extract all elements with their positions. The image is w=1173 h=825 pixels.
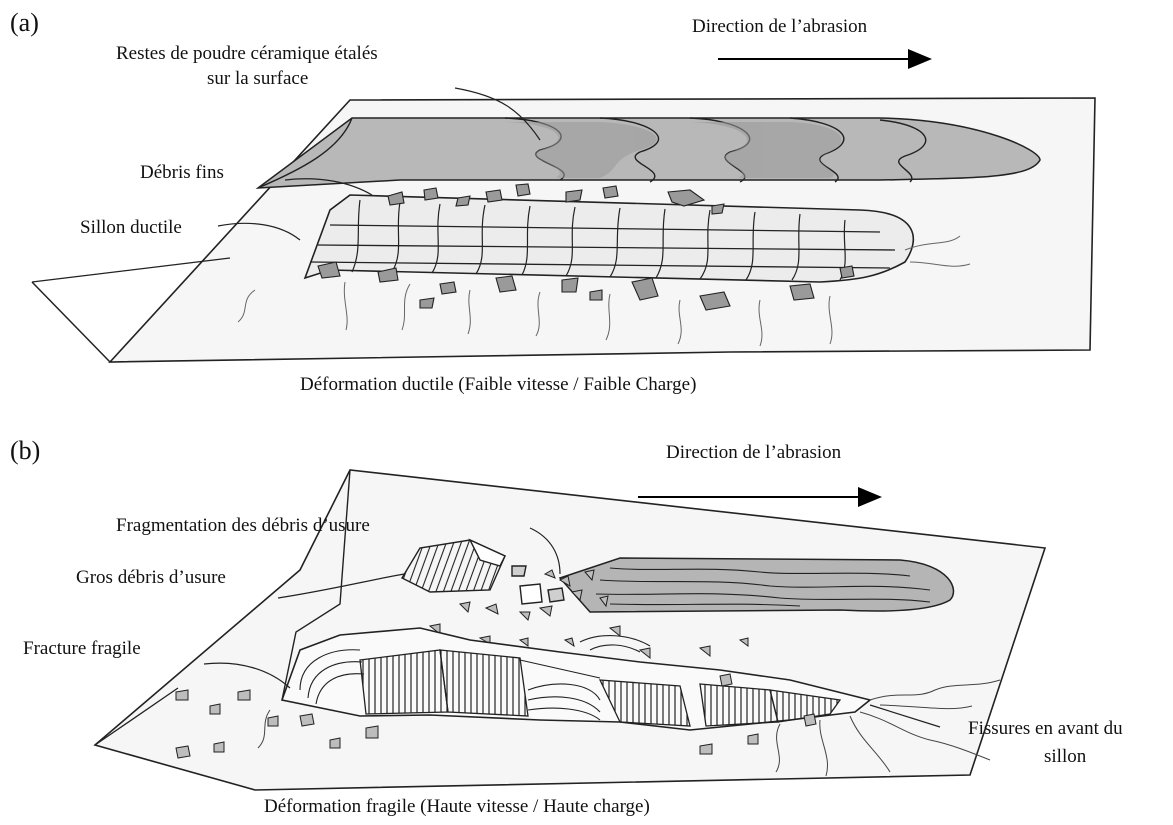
- callout-cracks-line2: sillon: [1044, 746, 1086, 768]
- callout-smeared-powder-line1: Restes de poudre céramique étalés: [116, 43, 378, 65]
- panel-a-label: (a): [10, 8, 39, 38]
- callout-large-debris: Gros débris d’usure: [76, 567, 226, 589]
- callout-ductile-groove: Sillon ductile: [80, 217, 182, 239]
- panel-a-caption: Déformation ductile (Faible vitesse / Fa…: [300, 374, 696, 396]
- panel-b-direction-label: Direction de l’abrasion: [666, 442, 841, 464]
- callout-fragmentation: Fragmentation des débris d’usure: [116, 515, 370, 537]
- callout-smeared-powder-line2: sur la surface: [207, 68, 308, 90]
- panel-b-caption: Déformation fragile (Haute vitesse / Hau…: [264, 796, 650, 818]
- callout-cracks-line1: Fissures en avant du: [968, 718, 1123, 740]
- panel-b-label: (b): [10, 436, 40, 466]
- callout-brittle-fracture: Fracture fragile: [23, 638, 141, 660]
- callout-fine-debris: Débris fins: [140, 162, 224, 184]
- panel-a-direction-label: Direction de l’abrasion: [692, 16, 867, 38]
- panel-a-drawing: [32, 59, 1095, 362]
